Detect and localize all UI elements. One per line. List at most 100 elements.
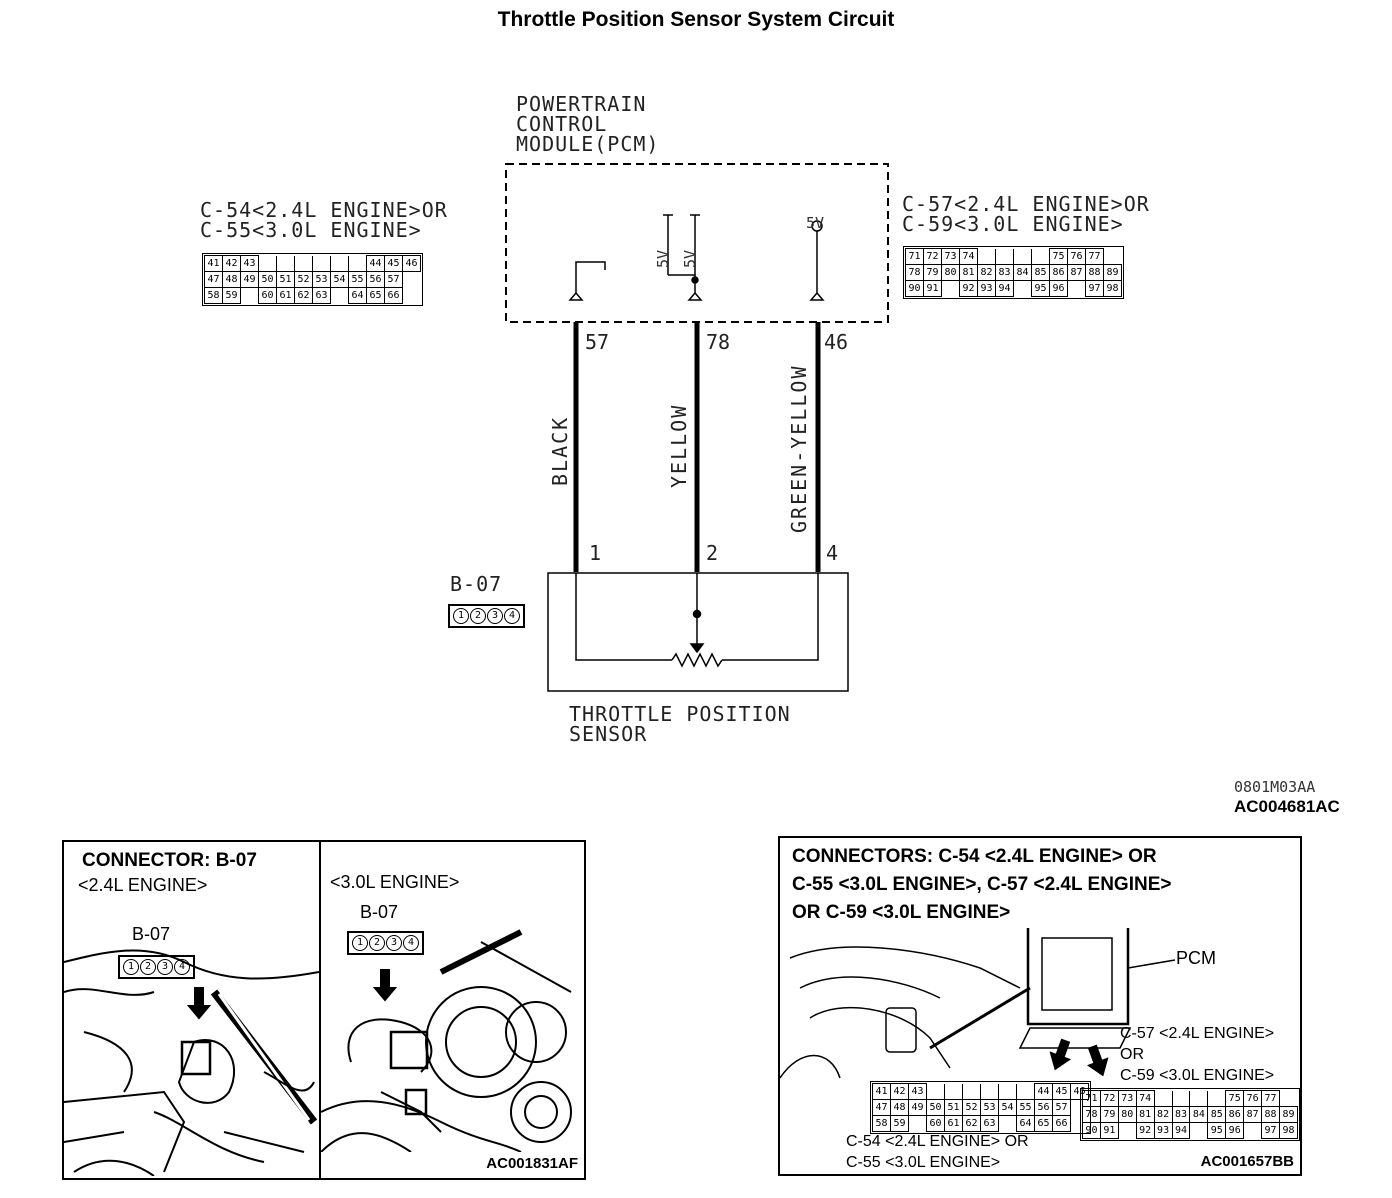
pcm-5v-circuit	[663, 214, 703, 301]
right-connector-grid-cell: 98	[1103, 280, 1122, 297]
panel-left-grid-cell: 44	[1034, 1083, 1053, 1100]
panel-right-grid-cell	[1117, 1122, 1137, 1139]
panel-right-grid-cell: 93	[1153, 1122, 1173, 1139]
panel-left-grid-cell: 48	[890, 1099, 909, 1116]
pcm-label-line2: CONTROL	[516, 112, 608, 136]
circuit-diagram	[505, 163, 889, 692]
panel-right-title-2: C-55 <3.0L ENGINE>, C-57 <2.4L ENGINE>	[792, 874, 1172, 895]
connector-pin: 3	[157, 959, 173, 975]
right-connector-line1: C-57<2.4L ENGINE>OR	[902, 192, 1150, 216]
panel-right-grid-cell: 97	[1261, 1122, 1280, 1139]
pcm-signal-circuit	[809, 220, 825, 301]
right-connector-grid-cell: 91	[923, 280, 942, 297]
connectors-pcm-panel: CONNECTORS: C-54 <2.4L ENGINE> OR C-55 <…	[778, 836, 1302, 1176]
connector-pin: 2	[470, 608, 486, 624]
panel-left-sub-24: <2.4L ENGINE>	[78, 875, 208, 895]
sensor-label-line1: THROTTLE POSITION	[569, 702, 791, 726]
panel-right-or-label: OR	[1120, 1046, 1144, 1063]
panel-left-grid-cell: 66	[1052, 1115, 1071, 1132]
panel-right-grid-cell	[1189, 1090, 1209, 1107]
panel-left-grid-cell: 58	[872, 1115, 891, 1132]
panel-left-grid-cell: 50	[926, 1099, 945, 1116]
panel-left-grid-cell: 61	[944, 1115, 963, 1132]
panel-right-grid-cell: 91	[1099, 1122, 1119, 1139]
panel-left-grid-cell: 52	[962, 1099, 981, 1116]
panel-right-grid-cell: 92	[1135, 1122, 1155, 1139]
panel-left-grid-cell: 54	[998, 1099, 1017, 1116]
panel-left-grid-cell: 60	[926, 1115, 945, 1132]
panel-left-grid-cell	[998, 1115, 1017, 1132]
panel-left-grid-cell	[944, 1083, 963, 1100]
panel-left-grid-cell	[980, 1083, 999, 1100]
panel-right-grid-cell: 76	[1243, 1090, 1263, 1107]
panel-right-grid-cell: 77	[1261, 1090, 1280, 1107]
panel-left-grid-cell: 56	[1034, 1099, 1053, 1116]
diagram-code-1: 0801M03AA	[1234, 778, 1316, 796]
panel-right-c57-label: C-57 <2.4L ENGINE>	[1120, 1025, 1275, 1042]
panel-right-grid-cell: 94	[1171, 1122, 1191, 1139]
connector-pin: 4	[174, 959, 190, 975]
panel-left-grid-cell: 65	[1034, 1115, 1053, 1132]
panel-left-grid-cell: 47	[872, 1099, 891, 1116]
connector-pin: 2	[140, 959, 156, 975]
panel-right-title-3: OR C-59 <3.0L ENGINE>	[792, 902, 1011, 923]
pcm-5v-label-1: 5V	[654, 249, 672, 268]
panel-right-grid-cell: 78	[1082, 1106, 1101, 1123]
pcm-5v-label-2: 5V	[681, 249, 699, 268]
pin-pcm-46: 46	[824, 330, 849, 354]
panel-right-grid-cell: 84	[1189, 1106, 1209, 1123]
panel-right-grid-cell: 82	[1153, 1106, 1173, 1123]
panel-left-conn-label-r: B-07	[360, 902, 399, 922]
panel-right-grid-cell: 83	[1171, 1106, 1191, 1123]
pin-sensor-1: 1	[589, 541, 602, 565]
connector-pin: 3	[386, 935, 402, 951]
left-connector-grid-cell: 49	[240, 271, 259, 288]
panel-left-grid-cell	[1016, 1083, 1035, 1100]
left-connector-line2: C-55<3.0L ENGINE>	[200, 218, 422, 242]
pin-pcm-57: 57	[585, 330, 610, 354]
panel-right-code: AC001657BB	[1200, 1153, 1294, 1170]
panel-left-grid-cell: 51	[944, 1099, 963, 1116]
panel-right-grid-cell: 87	[1243, 1106, 1263, 1123]
sensor-connector-label: B-07	[450, 572, 503, 596]
left-connector-line1: C-54<2.4L ENGINE>OR	[200, 198, 448, 222]
panel-left-grid-cell: 55	[1016, 1099, 1035, 1116]
panel-right-grid-cell: 90	[1082, 1122, 1101, 1139]
panel-right-grid-cell: 88	[1261, 1106, 1280, 1123]
wire-label-green-yellow: GREEN-YELLOW	[787, 364, 811, 534]
panel-right-grid-cell	[1171, 1090, 1191, 1107]
connector-pin: 1	[453, 608, 469, 624]
panel-right-grid-cell: 85	[1207, 1106, 1227, 1123]
panel-right-c55-label: C-55 <3.0L ENGINE>	[846, 1154, 1001, 1171]
panel-right-grid-cell: 74	[1135, 1090, 1155, 1107]
panel-left-grid-cell	[926, 1083, 945, 1100]
panel-left-grid-cell: 43	[908, 1083, 927, 1100]
connector-pin: 1	[123, 959, 139, 975]
connector-pin: 4	[403, 935, 419, 951]
ground-symbol	[568, 261, 606, 301]
right-connector-grid-cell: 80	[941, 264, 960, 281]
panel-left-grid-cell: 62	[962, 1115, 981, 1132]
connector-pin: 2	[369, 935, 385, 951]
panel-left-grid-cell: 45	[1052, 1083, 1071, 1100]
panel-left-sub-30: <3.0L ENGINE>	[330, 872, 460, 892]
panel-left-grid-cell	[962, 1083, 981, 1100]
connector-pin: 1	[352, 935, 368, 951]
panel-right-grid-cell: 98	[1278, 1122, 1299, 1139]
panel-left-grid-cell: 57	[1052, 1099, 1071, 1116]
panel-right-grid-cell: 73	[1117, 1090, 1137, 1107]
panel-left-grid-cell: 53	[980, 1099, 999, 1116]
panel-right-pcm-label: PCM	[1176, 948, 1216, 968]
